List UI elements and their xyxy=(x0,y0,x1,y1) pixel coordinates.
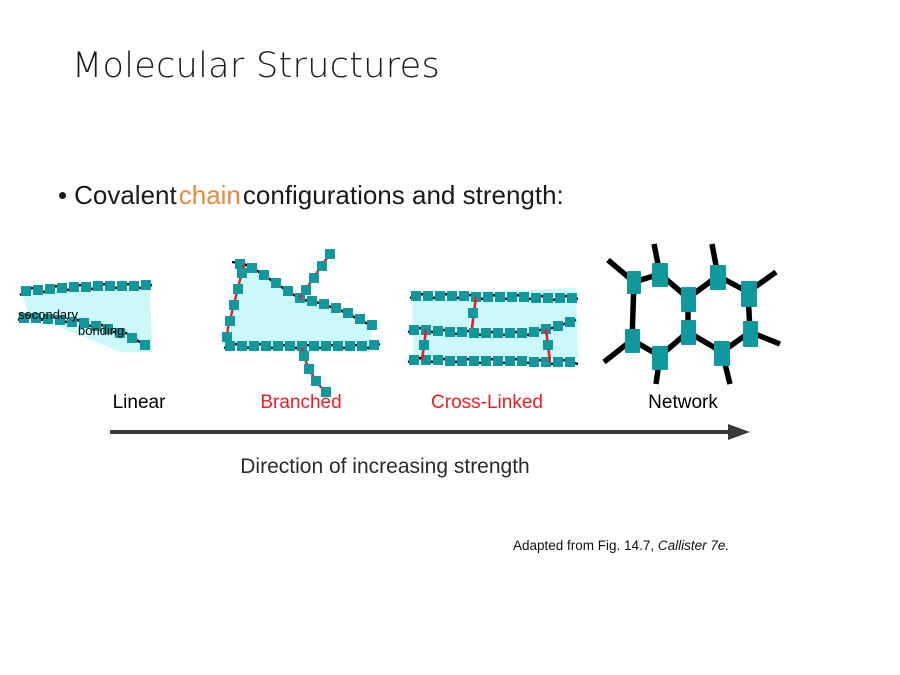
structure-label-cross-linked: Cross-Linked xyxy=(431,392,543,413)
increasing-strength-arrow xyxy=(110,424,750,448)
bullet-marker: • xyxy=(58,180,68,210)
page-title: Molecular Structures xyxy=(72,46,441,86)
molecular-structures-figure: secondary bonding xyxy=(0,240,900,500)
branched-branch-lower-units xyxy=(299,351,331,397)
bullet-line: • Covalent chain configurations and stre… xyxy=(58,180,564,211)
arrow-svg xyxy=(110,424,750,440)
attribution-source: Callister 7e. xyxy=(657,538,730,553)
bullet-accent-word: chain xyxy=(178,180,241,210)
attribution: Adapted from Fig. 14.7, Callister 7e. xyxy=(513,538,729,553)
bullet-text-before: Covalent xyxy=(74,180,177,210)
branched-region-fill xyxy=(228,262,372,352)
arrow-caption: Direction of increasing strength xyxy=(240,455,530,478)
structures-svg: secondary bonding xyxy=(17,243,782,397)
structure-network xyxy=(602,243,782,385)
structure-label-linear: Linear xyxy=(112,392,166,413)
network-nodes xyxy=(625,263,758,370)
crosslinked-region-fill xyxy=(412,288,578,362)
secondary-bonding-label-line1: secondary xyxy=(18,307,78,322)
attribution-prefix: Adapted from Fig. 14.7, xyxy=(513,538,658,553)
structure-linear: secondary bonding xyxy=(17,280,153,352)
bullet-text-after: configurations and strength: xyxy=(242,180,564,210)
network-bonds xyxy=(602,243,782,385)
crosslinked-links xyxy=(419,296,553,363)
structure-label-network: Network xyxy=(648,392,718,413)
arrow-head-icon xyxy=(728,424,750,440)
structure-cross-linked xyxy=(407,288,579,367)
structure-label-branched: Branched xyxy=(260,392,342,413)
structure-branched xyxy=(222,249,381,397)
secondary-bonding-label-line2: bonding xyxy=(78,323,124,338)
